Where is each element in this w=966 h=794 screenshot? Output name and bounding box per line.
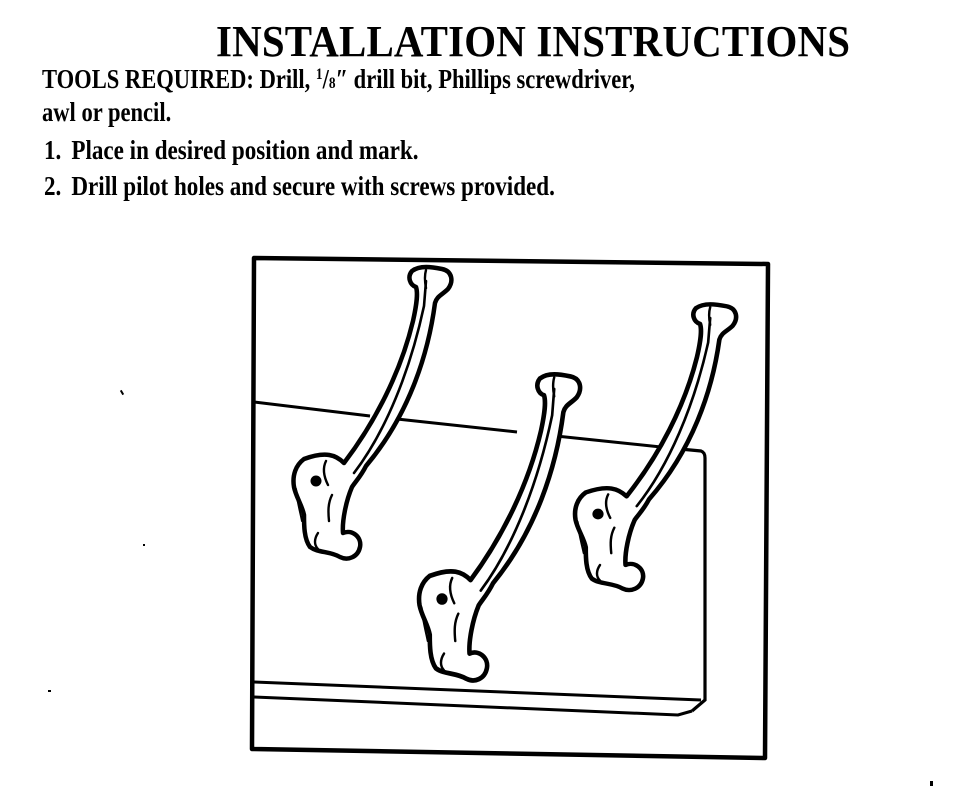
board-bottom-edge <box>253 680 702 702</box>
scan-speck <box>48 690 51 692</box>
fraction-denominator: 8 <box>328 75 336 92</box>
figure-frame <box>249 255 771 761</box>
step-2: 2. Drill pilot holes and secure with scre… <box>44 171 555 201</box>
tools-required-line: TOOLS REQUIRED: Drill, 1/8″ drill bit, P… <box>42 60 635 99</box>
tools-list-rest: ″ drill bit, Phillips screwdriver, <box>335 64 635 94</box>
coat-hook-left <box>293 267 451 559</box>
tools-list-part: Drill, <box>259 64 311 94</box>
board-right-edge <box>679 447 707 713</box>
tools-required-label: TOOLS REQUIRED: <box>42 64 254 94</box>
fraction-slash: / <box>322 64 329 94</box>
coat-hook-middle <box>419 374 580 680</box>
scan-speck <box>143 544 145 546</box>
fraction-numerator: 1 <box>315 66 323 83</box>
tools-required-line-2: awl or pencil. <box>42 97 172 127</box>
step-text: Place in desired position and mark. <box>71 135 419 165</box>
scan-speck <box>930 781 933 786</box>
drill-bit-fraction: 1/8 <box>316 64 336 94</box>
board-top-edge <box>253 400 371 418</box>
step-number: 1. <box>44 135 62 165</box>
step-number: 2. <box>44 171 62 201</box>
step-text: Drill pilot holes and secure with screws… <box>71 171 555 201</box>
page-title: INSTALLATION INSTRUCTIONS <box>216 17 851 66</box>
step-1: 1. Place in desired position and mark. <box>44 135 419 165</box>
board-ledge-edge <box>253 695 693 717</box>
